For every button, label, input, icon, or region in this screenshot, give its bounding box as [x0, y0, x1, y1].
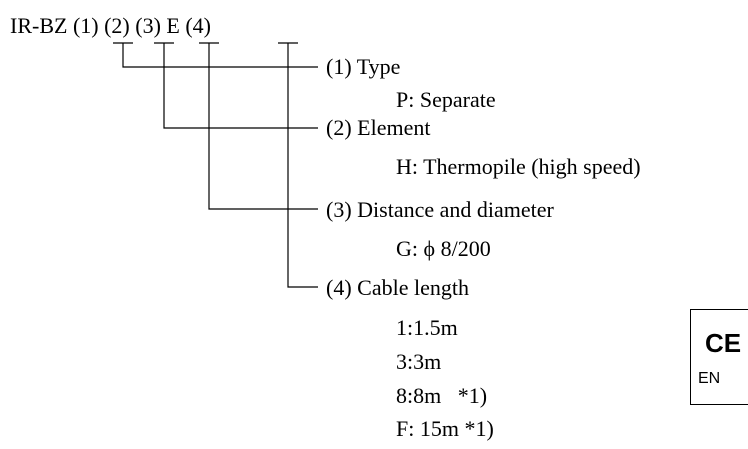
spec-cable-option: 8:8m *1) [396, 383, 488, 408]
spec-cable-option: 3:3m [396, 349, 442, 374]
spec-element-heading: (2) Element [326, 115, 431, 140]
spec-cable-heading: (4) Cable length [326, 275, 469, 300]
spec-distance-heading: (3) Distance and diameter [326, 197, 554, 222]
ce-certification-box: CE EN [690, 309, 748, 405]
model-code: IR-BZ (1) (2) (3) E (4) [10, 13, 211, 38]
spec-distance-option: G: ϕ 8/200 [396, 236, 491, 261]
spec-type-heading: (1) Type [326, 54, 401, 79]
spec-type-option: P: Separate [396, 87, 496, 112]
ce-mark-logo: CE [705, 328, 742, 358]
spec-cable-option: F: 15m *1) [396, 416, 494, 441]
ce-standard-label: EN [698, 370, 721, 387]
spec-cable-option: 1:1.5m [396, 315, 458, 340]
spec-element-option: H: Thermopile (high speed) [396, 154, 641, 179]
